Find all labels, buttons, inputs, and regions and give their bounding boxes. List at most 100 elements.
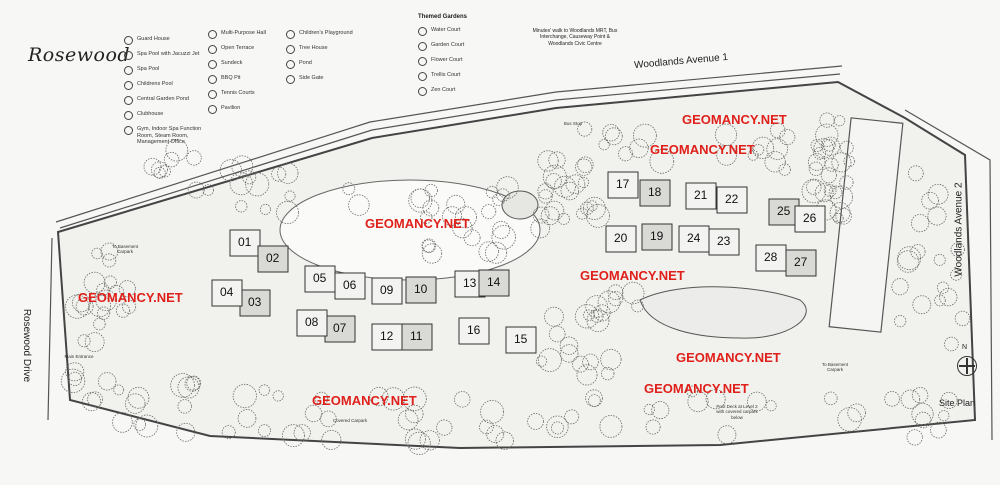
tree-icon <box>629 138 649 159</box>
tree-icon <box>586 309 610 333</box>
block-01-footprint <box>229 229 261 257</box>
tree-icon <box>588 394 601 407</box>
tree-icon <box>478 241 499 262</box>
tree-icon <box>705 389 726 410</box>
legend-item-label: Pond <box>299 60 312 66</box>
legend-item-label: Children's Playground <box>299 30 353 36</box>
tree-icon <box>532 206 550 224</box>
tree-icon <box>927 206 947 226</box>
tree-icon <box>936 281 950 294</box>
tree-icon <box>496 176 519 199</box>
watermark-text: GEOMANCY.NET <box>682 112 787 127</box>
tree-icon <box>87 391 103 408</box>
tree-icon <box>480 399 505 424</box>
tree-icon <box>397 409 419 431</box>
legend-item-label: Central Garden Pond <box>137 96 189 102</box>
tree-icon <box>232 383 257 409</box>
tree-icon <box>535 355 548 367</box>
tree-icon <box>604 127 623 146</box>
tree-icon <box>950 242 965 257</box>
tree-icon <box>835 208 852 225</box>
legend-marker-icon <box>208 75 217 84</box>
legend-marker-icon <box>124 126 133 135</box>
tree-icon <box>645 419 661 435</box>
tree-icon <box>714 123 738 146</box>
site-plan-label: Site Plan <box>939 398 976 408</box>
legend-marker-icon <box>286 30 295 39</box>
tree-icon <box>272 390 284 402</box>
tree-icon <box>607 284 624 301</box>
tree-icon <box>577 121 593 137</box>
tree-icon <box>530 218 550 239</box>
legend-item: Water Court <box>418 27 488 37</box>
block-label-02: 02 <box>266 251 280 265</box>
carpark-right-label: To Basement Carpark <box>821 362 849 373</box>
legend-item-label: Open Terrace <box>221 45 255 51</box>
tree-icon <box>82 392 102 412</box>
legend-item-label: Water Court <box>431 27 461 34</box>
tree-icon <box>170 373 195 398</box>
legend-item: Clubhouse <box>124 111 204 120</box>
block-label-03: 03 <box>248 295 262 309</box>
legend-item-label: Side Gate <box>299 75 324 81</box>
tree-icon <box>643 403 655 416</box>
tree-icon <box>938 410 950 422</box>
tree-icon <box>631 299 644 313</box>
tree-icon <box>839 175 854 190</box>
tree-icon <box>485 241 508 264</box>
tree-icon <box>906 429 923 446</box>
tree-icon <box>765 400 777 412</box>
compass-icon <box>957 356 977 376</box>
tree-icon <box>574 304 600 329</box>
tree-icon <box>545 173 562 190</box>
site-boundary <box>56 80 977 450</box>
tree-icon <box>954 310 971 327</box>
tree-icon <box>176 422 196 442</box>
tree-icon <box>560 344 579 363</box>
tree-icon <box>577 156 594 173</box>
tree-icon <box>828 185 843 200</box>
tree-icon <box>122 299 137 314</box>
block-21-footprint <box>685 182 717 210</box>
block-22-footprint <box>716 186 748 214</box>
tree-icon <box>463 229 481 247</box>
tree-icon <box>751 136 775 159</box>
tree-icon <box>369 386 389 407</box>
tree-icon <box>599 414 623 438</box>
legend-marker-icon <box>124 96 133 105</box>
block-label-07: 07 <box>333 321 347 335</box>
tree-icon <box>67 371 82 386</box>
tree-icon <box>237 409 257 428</box>
tree-icon <box>934 294 946 307</box>
block-19-footprint <box>641 223 673 251</box>
tree-icon <box>102 253 117 268</box>
block-label-18: 18 <box>648 185 662 199</box>
legend-item-label: Guard House <box>137 36 170 42</box>
tree-icon <box>342 182 356 196</box>
legend-marker-icon <box>418 27 427 37</box>
pool-deck-label: Pool Deck at Level 2 with covered carpar… <box>716 404 758 420</box>
watermark-text: GEOMANCY.NET <box>676 350 781 365</box>
tree-icon <box>100 242 119 261</box>
tree-icon <box>830 185 854 209</box>
tree-icon <box>766 138 788 160</box>
legend-item: Gym, Indoor Spa Function Room, Steam Roo… <box>124 126 204 146</box>
tree-icon <box>381 387 405 411</box>
themed-gardens-title: Themed Gardens <box>418 14 468 20</box>
tree-icon <box>896 250 920 273</box>
tree-icon <box>820 167 837 184</box>
tree-icon <box>586 203 610 228</box>
tree-icon <box>837 407 862 432</box>
tree-icon <box>933 253 946 266</box>
legend-marker-icon <box>208 45 217 54</box>
tree-icon <box>492 220 511 239</box>
tree-icon <box>910 244 926 260</box>
tree-icon <box>579 201 594 216</box>
tree-icon <box>540 206 560 226</box>
legend-item: BBQ Pit <box>208 75 280 84</box>
tree-icon <box>202 184 215 196</box>
legend-marker-icon <box>124 81 133 90</box>
watermark-text: GEOMANCY.NET <box>78 290 183 305</box>
tree-icon <box>133 418 147 431</box>
